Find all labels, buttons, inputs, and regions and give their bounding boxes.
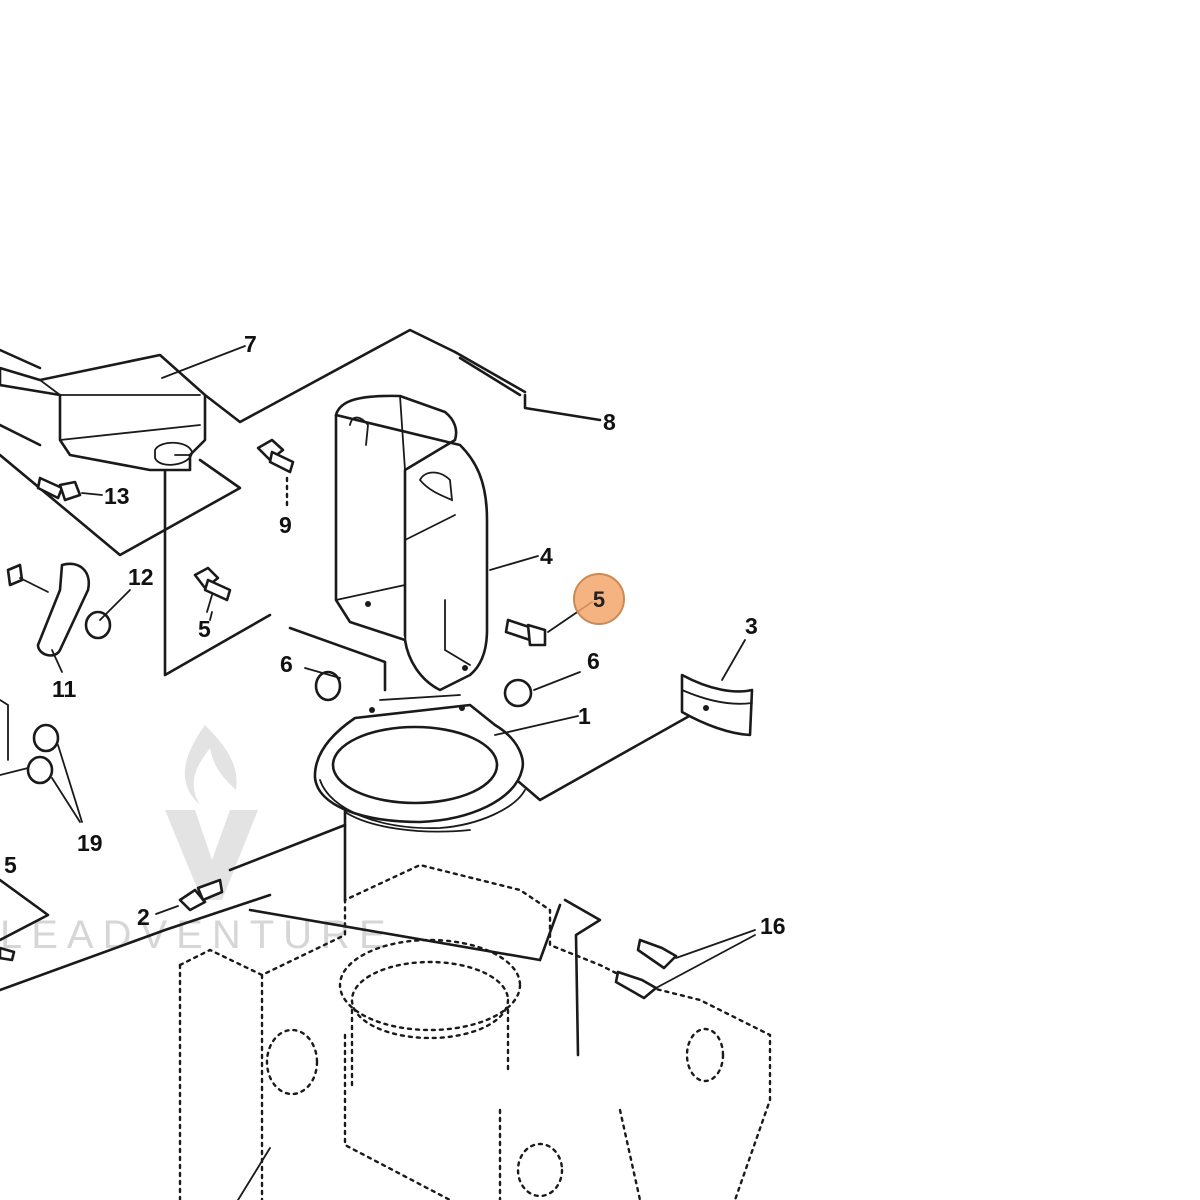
bolt-13 xyxy=(36,476,82,502)
callout-label-13: 13 xyxy=(104,483,130,509)
callout-label-5-left: 5 xyxy=(198,616,211,642)
callout-label-6-left: 6 xyxy=(280,651,293,677)
part-3-piece xyxy=(680,673,754,737)
callout-label-12: 12 xyxy=(128,564,154,590)
assembly-outline xyxy=(0,328,702,1057)
bolt-2 xyxy=(178,878,224,912)
callout-label-1: 1 xyxy=(578,703,591,729)
callout-label-6-right: 6 xyxy=(587,648,600,674)
callout-label-3: 3 xyxy=(745,613,758,639)
highlighted-callout-5[interactable]: 5 xyxy=(573,573,625,625)
bolt-5-right xyxy=(504,618,547,647)
bolt-9 xyxy=(256,438,295,507)
leader-lines xyxy=(51,345,756,1200)
callout-label-5-highlighted[interactable]: 5 xyxy=(593,587,605,612)
bolts-16 xyxy=(614,938,678,1000)
nut-6-right xyxy=(503,678,533,708)
part-4-chute xyxy=(334,394,489,692)
bolt-5-left xyxy=(193,566,232,613)
callout-labels: 1 2 3 4 5 6 6 7 8 9 11 12 13 16 19 5 xyxy=(4,331,786,939)
callout-label-11: 11 xyxy=(52,676,77,702)
part-11-handle xyxy=(6,562,91,657)
nuts-19 xyxy=(0,699,60,785)
callout-label-19: 19 xyxy=(77,830,103,856)
callout-label-16: 16 xyxy=(760,913,786,939)
part-7-bracket xyxy=(0,353,207,472)
hardware xyxy=(0,438,678,1000)
callout-label-2: 2 xyxy=(137,904,150,930)
callout-label-7: 7 xyxy=(244,331,257,357)
callout-label-9: 9 xyxy=(279,512,292,538)
part-8-rod xyxy=(453,350,602,422)
nut-6-left xyxy=(314,670,342,702)
highlight-circle[interactable] xyxy=(573,573,625,625)
nut-12 xyxy=(84,610,112,640)
callout-label-8: 8 xyxy=(603,409,616,435)
bolt-edge xyxy=(0,946,16,962)
part-1-ring xyxy=(313,694,526,833)
watermark-v-shape xyxy=(165,810,258,900)
callout-label-5-edge: 5 xyxy=(4,852,17,878)
callout-label-4: 4 xyxy=(540,543,553,569)
flame-v-logo-icon xyxy=(184,725,237,805)
